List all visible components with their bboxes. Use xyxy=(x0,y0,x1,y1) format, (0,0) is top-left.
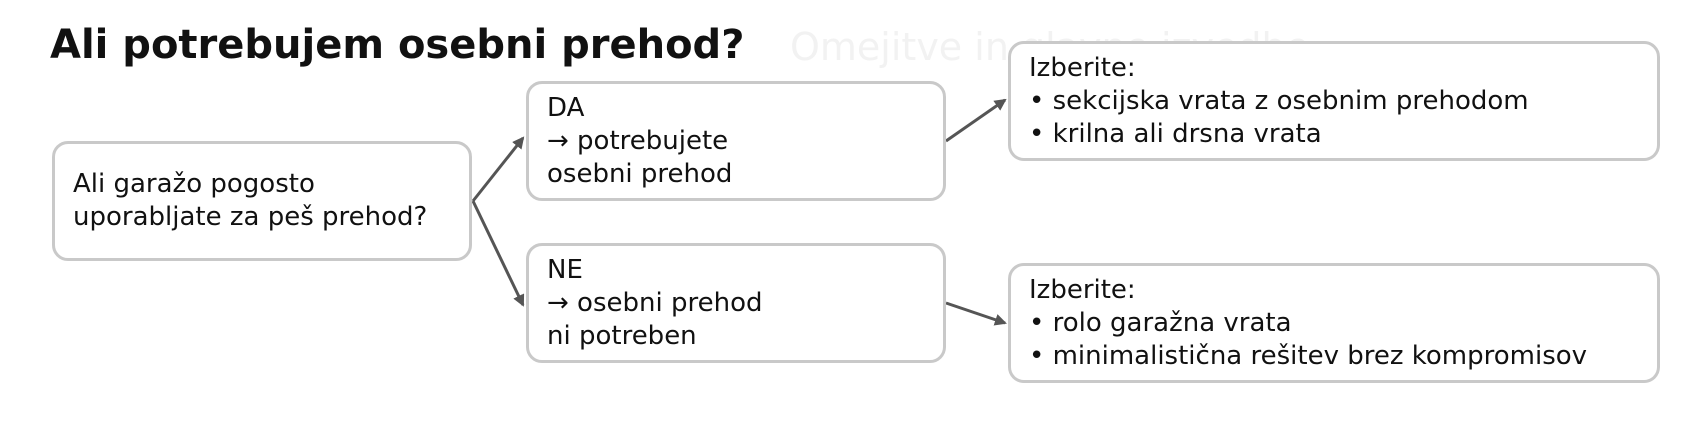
yes-line-1: DA xyxy=(547,92,585,123)
no-line-3: ni potreben xyxy=(547,320,697,351)
arrow-no-to-options xyxy=(945,301,1007,326)
question-line-1: Ali garažo pogosto xyxy=(73,169,315,199)
no-options-line-1: Izberite: xyxy=(1029,274,1136,305)
no-node: NE → osebni prehod ni potreben xyxy=(526,243,946,363)
no-options-node: Izberite: • rolo garažna vrata • minimal… xyxy=(1008,263,1660,383)
yes-options-line-3: • krilna ali drsna vrata xyxy=(1029,118,1322,149)
diagram-title: Ali potrebujem osebni prehod? xyxy=(50,22,745,68)
arrow-yes-to-options xyxy=(945,98,1007,143)
yes-line-3: osebni prehod xyxy=(547,158,733,189)
yes-options-line-1: Izberite: xyxy=(1029,52,1136,83)
question-line-2: uporabljate za peš prehod? xyxy=(73,202,428,232)
arrow-question-to-yes xyxy=(471,136,525,202)
no-options-line-3: • minimalistična rešitev brez kompromiso… xyxy=(1029,340,1588,371)
yes-options-node: Izberite: • sekcijska vrata z osebnim pr… xyxy=(1008,41,1660,161)
question-node: Ali garažo pogosto uporabljate za peš pr… xyxy=(52,141,472,261)
yes-line-2: → potrebujete xyxy=(547,125,729,156)
no-line-2: → osebni prehod xyxy=(547,287,763,318)
arrow-question-to-no xyxy=(471,200,525,307)
no-line-1: NE xyxy=(547,254,583,285)
yes-node: DA → potrebujete osebni prehod xyxy=(526,81,946,201)
no-options-line-2: • rolo garažna vrata xyxy=(1029,307,1292,338)
yes-options-line-2: • sekcijska vrata z osebnim prehodom xyxy=(1029,85,1529,116)
